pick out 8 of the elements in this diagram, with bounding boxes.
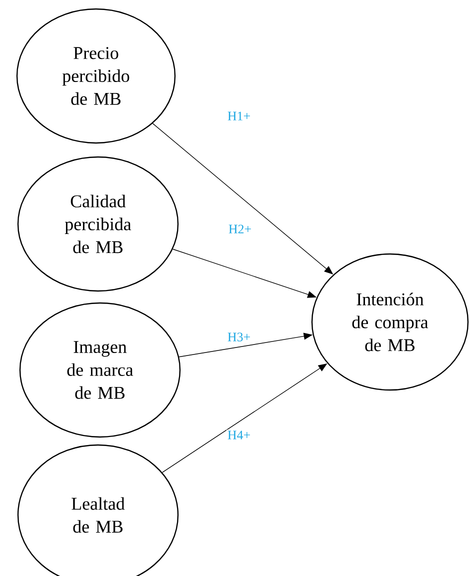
ellipse-node: Precio percibido de MB [16, 8, 176, 144]
ellipse-node: Imagen de marca de MB [19, 302, 181, 438]
ellipse-node: Intención de compra de MB [311, 253, 469, 391]
edge-label: H1+ [226, 110, 252, 122]
edge-label: H2+ [227, 224, 253, 234]
ellipse-node: Calidad percibida de MB [17, 156, 179, 292]
edge-label: H3+ [226, 332, 252, 342]
edge-label: H4+ [226, 430, 252, 440]
